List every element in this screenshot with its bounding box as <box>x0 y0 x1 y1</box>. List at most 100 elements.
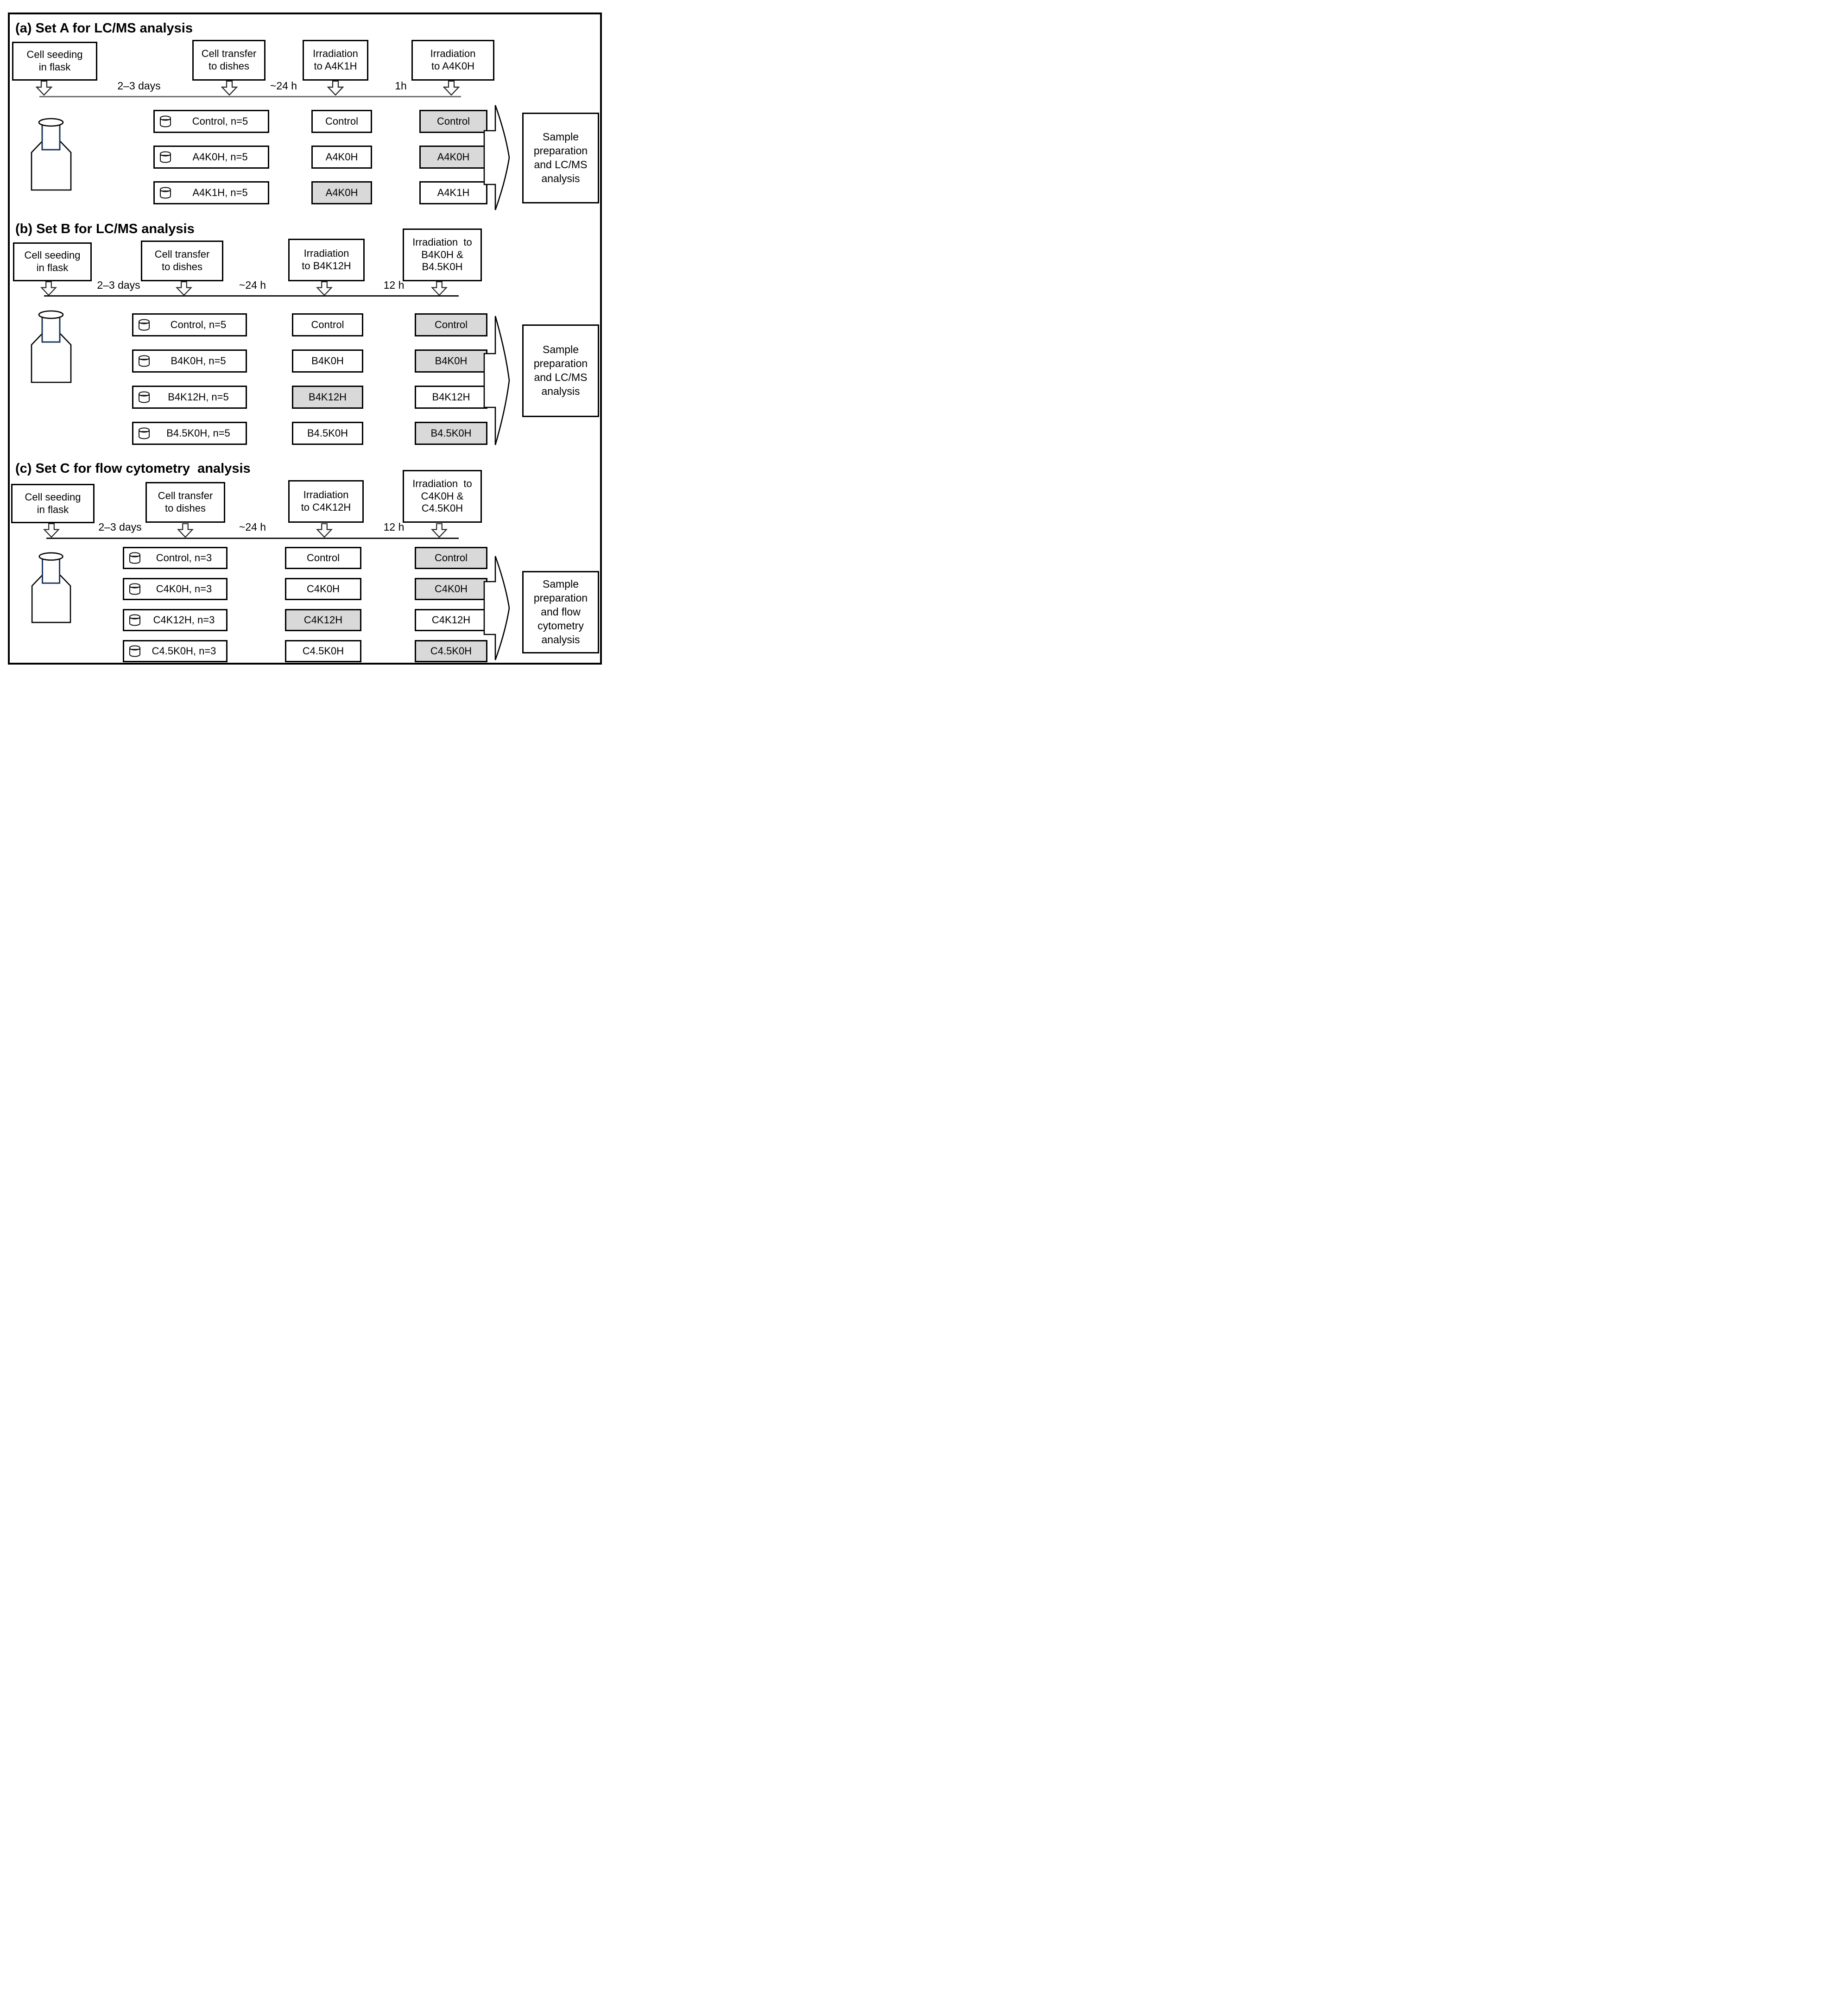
dish-icon <box>129 645 140 657</box>
sample-box: Control <box>292 313 363 336</box>
sample-box: Control <box>419 110 487 133</box>
timeline <box>39 96 461 97</box>
process-box-cell-seeding: Cell seeding in flask <box>11 484 95 523</box>
outcome-box: Sample preparation and flow cytometry an… <box>522 571 599 653</box>
merge-arrow-icon <box>483 105 510 210</box>
sample-box: A4K1H <box>419 181 487 204</box>
interval-label: ~24 h <box>270 80 297 92</box>
flask-icon <box>31 310 72 383</box>
sample-box: C4K12H <box>415 609 487 631</box>
interval-label: 12 h <box>383 279 405 291</box>
timeline <box>44 295 459 297</box>
sample-label: Control, n=5 <box>192 115 248 127</box>
dish-icon <box>129 583 140 595</box>
sample-box: Control, n=5 <box>132 313 247 336</box>
sample-label: Control, n=5 <box>170 318 227 330</box>
merge-arrow-icon <box>483 556 510 660</box>
sample-box: C4.5K0H <box>415 640 487 662</box>
timeline <box>46 538 459 539</box>
process-box-irradiation-1: Irradiation to B4K12H <box>288 239 365 281</box>
sample-box: B4K0H, n=5 <box>132 349 247 373</box>
process-box-irradiation-2: Irradiation to A4K0H <box>411 40 494 81</box>
process-box-cell-seeding: Cell seeding in flask <box>13 242 92 281</box>
sample-box: B4.5K0H <box>292 422 363 445</box>
sample-label: C4.5K0H, n=3 <box>152 645 216 657</box>
panel-b-title: (b) Set B for LC/MS analysis <box>15 222 195 236</box>
dish-icon <box>139 355 150 367</box>
sample-box: B4.5K0H, n=5 <box>132 422 247 445</box>
sample-label: B4.5K0H, n=5 <box>166 427 230 439</box>
sample-label: C4K12H, n=3 <box>153 614 215 626</box>
sample-box: A4K0H <box>311 181 372 204</box>
interval-label: 1h <box>395 80 407 92</box>
dish-icon <box>139 319 150 331</box>
sample-box: C4K0H <box>415 578 487 600</box>
outcome-box: Sample preparation and LC/MS analysis <box>522 324 599 417</box>
process-box-cell-transfer: Cell transfer to dishes <box>192 40 266 81</box>
panel-a-title: (a) Set A for LC/MS analysis <box>15 21 193 36</box>
sample-box: Control <box>311 110 372 133</box>
down-arrow-icon <box>221 81 238 95</box>
sample-label: B4K12H, n=5 <box>168 391 229 403</box>
down-arrow-icon <box>316 523 333 538</box>
sample-box: Control, n=3 <box>123 547 228 569</box>
sample-box: C4K12H, n=3 <box>123 609 228 631</box>
sample-box: C4K0H <box>285 578 361 600</box>
sample-box: B4K0H <box>415 349 487 373</box>
down-arrow-icon <box>40 281 57 296</box>
dish-icon <box>160 187 171 199</box>
sample-box: A4K0H, n=5 <box>153 146 269 169</box>
down-arrow-icon <box>43 523 60 538</box>
process-box-cell-transfer: Cell transfer to dishes <box>145 482 225 523</box>
dish-icon <box>160 151 171 163</box>
dish-icon <box>129 614 140 626</box>
interval-label: ~24 h <box>239 279 266 291</box>
dish-icon <box>160 115 171 127</box>
figure-canvas: (a) Set A for LC/MS analysis Cell seedin… <box>0 0 609 672</box>
flask-icon <box>31 552 71 623</box>
down-arrow-icon <box>36 81 52 95</box>
process-box-irradiation-1: Irradiation to A4K1H <box>303 40 368 81</box>
sample-box: A4K0H <box>311 146 372 169</box>
down-arrow-icon <box>443 81 460 95</box>
sample-box: B4K12H <box>415 386 487 409</box>
sample-label: A4K0H, n=5 <box>192 151 248 163</box>
down-arrow-icon <box>327 81 344 95</box>
sample-box: C4K12H <box>285 609 361 631</box>
sample-box: Control, n=5 <box>153 110 269 133</box>
sample-box: C4.5K0H, n=3 <box>123 640 228 662</box>
interval-label: ~24 h <box>239 521 266 533</box>
sample-box: B4K12H <box>292 386 363 409</box>
interval-label: 12 h <box>383 521 405 533</box>
sample-box: C4.5K0H <box>285 640 361 662</box>
down-arrow-icon <box>431 281 448 296</box>
sample-box: Control <box>415 547 487 569</box>
sample-box: B4K0H <box>292 349 363 373</box>
panel-c-title: (c) Set C for flow cytometry analysis <box>15 461 251 476</box>
interval-label: 2–3 days <box>98 521 142 533</box>
down-arrow-icon <box>177 523 194 538</box>
sample-label: B4K0H, n=5 <box>171 355 226 367</box>
sample-box: B4.5K0H <box>415 422 487 445</box>
process-box-irradiation-2: Irradiation to B4K0H & B4.5K0H <box>403 228 482 281</box>
outcome-box: Sample preparation and LC/MS analysis <box>522 113 599 203</box>
sample-box: C4K0H, n=3 <box>123 578 228 600</box>
down-arrow-icon <box>316 281 333 296</box>
dish-icon <box>139 427 150 439</box>
merge-arrow-icon <box>483 316 510 445</box>
sample-box: B4K12H, n=5 <box>132 386 247 409</box>
sample-label: C4K0H, n=3 <box>156 583 212 595</box>
interval-label: 2–3 days <box>97 279 140 291</box>
sample-box: A4K0H <box>419 146 487 169</box>
sample-label: A4K1H, n=5 <box>192 186 248 198</box>
dish-icon <box>139 391 150 403</box>
figure-border <box>8 13 602 665</box>
dish-icon <box>129 552 140 564</box>
process-box-cell-transfer: Cell transfer to dishes <box>141 241 223 281</box>
process-box-cell-seeding: Cell seeding in flask <box>12 42 97 81</box>
flask-icon <box>31 118 72 191</box>
sample-box: A4K1H, n=5 <box>153 181 269 204</box>
process-box-irradiation-2: Irradiation to C4K0H & C4.5K0H <box>403 470 482 523</box>
sample-box: Control <box>415 313 487 336</box>
process-box-irradiation-1: Irradiation to C4K12H <box>288 480 364 523</box>
